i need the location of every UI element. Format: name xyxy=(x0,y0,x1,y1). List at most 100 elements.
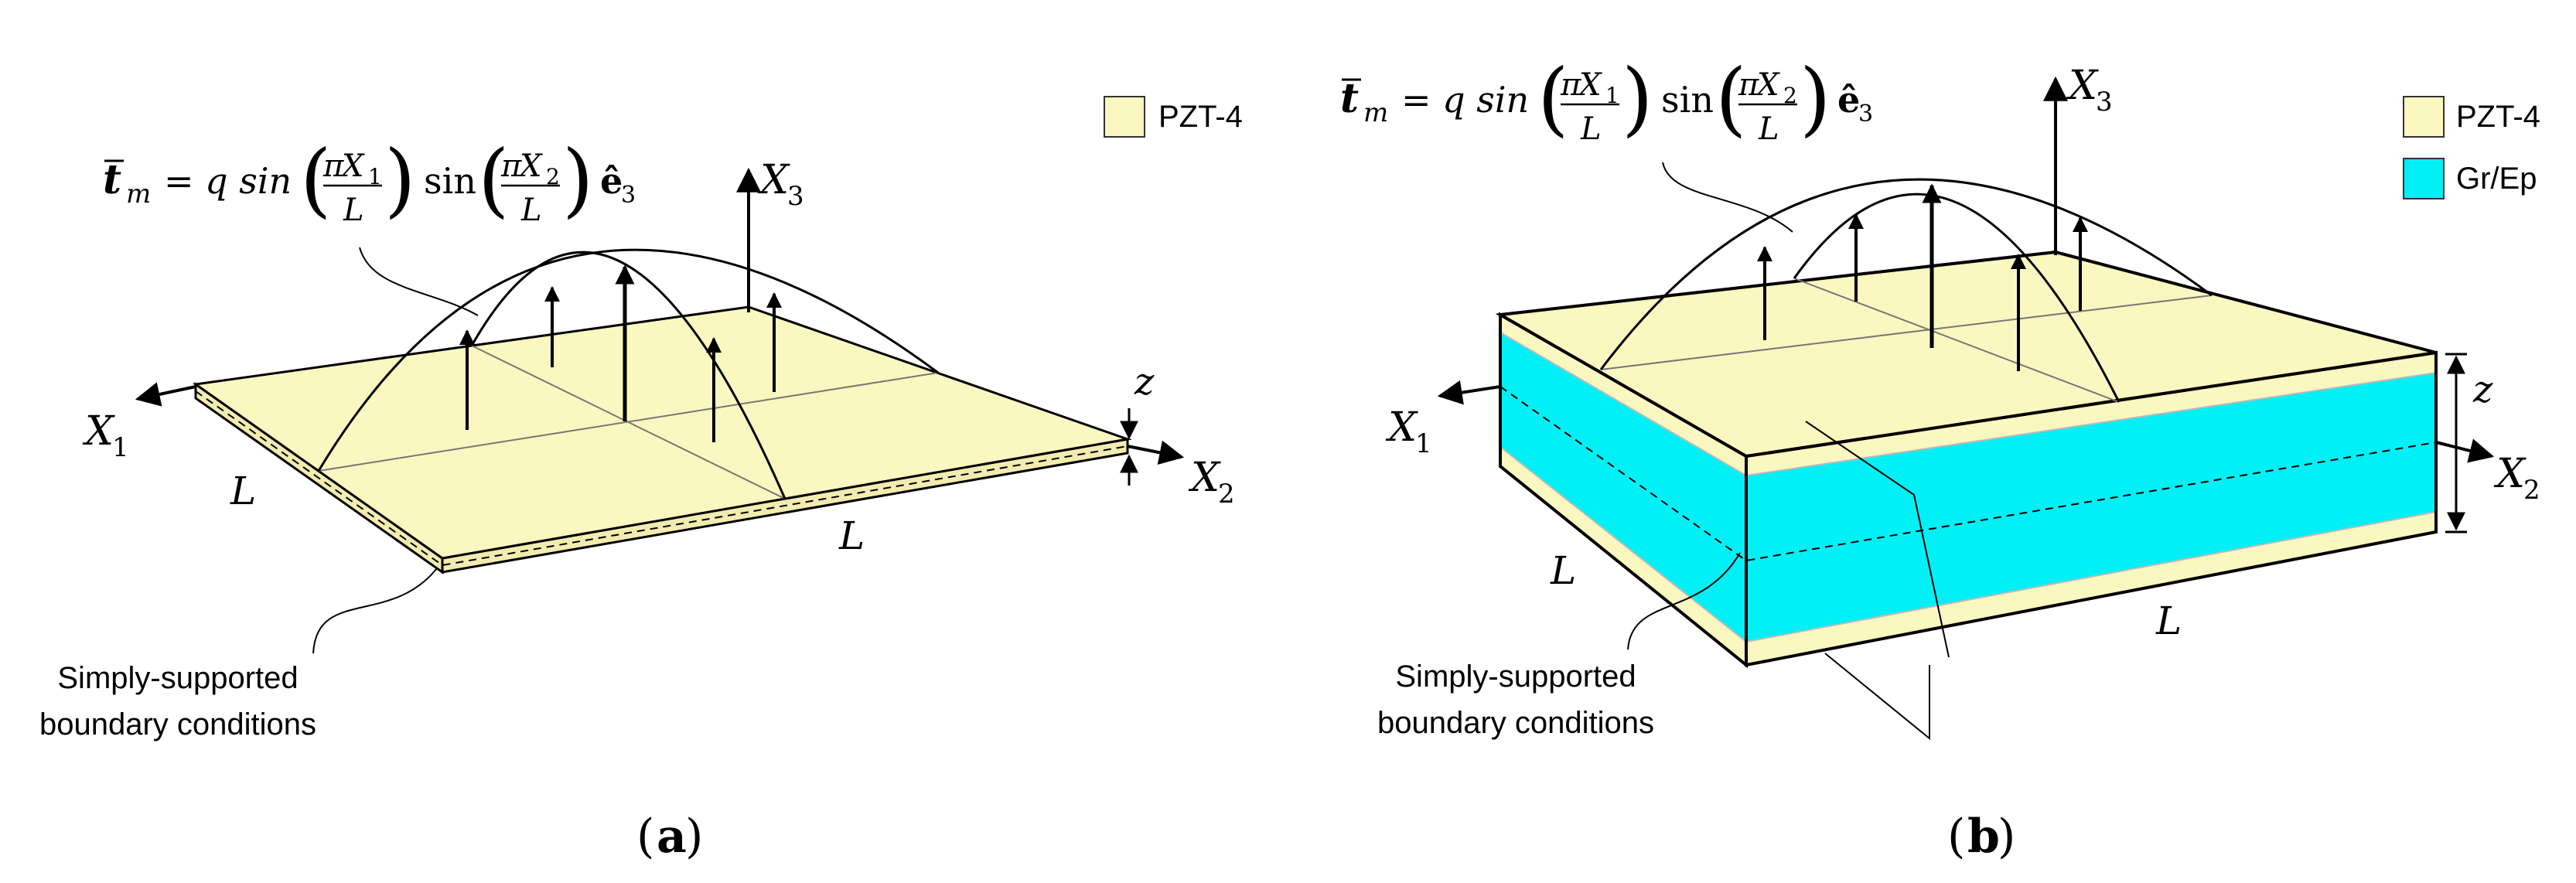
formula-eq: = q sin xyxy=(164,160,292,202)
svg-text:2: 2 xyxy=(1218,479,1235,510)
layer-leader-b xyxy=(1805,421,1950,658)
formula-x-1: X xyxy=(339,148,365,184)
formula-sub-m: m xyxy=(126,179,151,210)
load-curve-a-2 xyxy=(470,251,786,499)
formula-x-2: X xyxy=(517,148,543,184)
legend-a-swatch-pzt xyxy=(1104,96,1145,138)
legend-b-label-pzt: PZT-4 xyxy=(2456,100,2540,134)
formula-b-L-1: L xyxy=(1580,111,1602,147)
bc-annotation-a-line1: Simply-supported xyxy=(57,661,298,695)
formula-b-sub-2: 2 xyxy=(1783,83,1797,108)
caption-a: ( a ) xyxy=(636,810,703,864)
caption-b: ( b ) xyxy=(1947,810,2015,864)
formula-b-L-2: L xyxy=(1758,111,1779,147)
panel-b: t m = q sin ( π X 1 L ) sin ( π X 2 L ) … xyxy=(1340,51,2540,864)
axis-x1-b xyxy=(1437,380,1501,405)
svg-text:(: ( xyxy=(636,810,654,864)
side-length-b-front: L xyxy=(2155,598,2182,643)
legend-a: PZT-4 xyxy=(1104,96,1243,138)
annotation-leader-b xyxy=(1627,552,1741,650)
formula-sub-3: 3 xyxy=(621,182,636,209)
formula-b-x-1: X xyxy=(1577,67,1602,103)
svg-text:X: X xyxy=(1188,455,1221,501)
formula-sub-2: 2 xyxy=(546,164,560,189)
formula-b-sin-2: sin xyxy=(1661,79,1714,121)
load-formula-b: t m = q sin ( π X 1 L ) sin ( π X 2 L ) … xyxy=(1340,51,1873,147)
formula-b-t: t xyxy=(1340,75,1359,122)
formula-b-paren-open-1: ( xyxy=(1537,51,1569,145)
legend-b-swatch-pzt xyxy=(2403,96,2445,138)
plate-a-top xyxy=(193,305,1132,560)
svg-text:X: X xyxy=(757,157,790,203)
svg-text:X: X xyxy=(2066,63,2099,109)
legend-b-label-grep: Gr/Ep xyxy=(2456,162,2537,196)
axis-x2-b xyxy=(2435,438,2495,463)
formula-pi-2: π xyxy=(500,148,522,184)
formula-e: ê xyxy=(600,160,623,202)
formula-paren-open-1: ( xyxy=(300,132,332,227)
formula-b-pi-1: π xyxy=(1560,67,1581,103)
formula-b-pi-2: π xyxy=(1738,67,1759,103)
axis-label-x2-b: X 2 xyxy=(2493,451,2540,506)
svg-text:b: b xyxy=(1967,810,2000,864)
bc-annotation-a-line2: boundary conditions xyxy=(39,707,316,742)
side-length-a-left: L xyxy=(230,469,256,513)
formula-pi-1: π xyxy=(322,148,344,184)
formula-sub-1: 1 xyxy=(368,164,382,189)
z-label-b: z xyxy=(2472,368,2493,411)
axis-x2-a xyxy=(1127,440,1185,465)
formula-paren-close-1: ) xyxy=(384,132,416,227)
svg-text:X: X xyxy=(82,408,115,455)
formula-b-sub-m: m xyxy=(1363,97,1388,128)
plate-a-midplane xyxy=(195,390,1128,567)
formula-b-paren-open-2: ( xyxy=(1715,51,1747,145)
side-length-b-left: L xyxy=(1550,548,1576,593)
block-b-centerline-2 xyxy=(1793,278,2120,403)
layer-leader-b-2 xyxy=(1824,653,1930,741)
svg-text:3: 3 xyxy=(2096,87,2113,118)
svg-text:): ) xyxy=(1998,810,2015,864)
load-curve-b-1 xyxy=(1599,178,2213,370)
formula-b-eq: = q sin xyxy=(1401,79,1529,121)
svg-text:): ) xyxy=(685,810,703,864)
formula-b-sub-3: 3 xyxy=(1858,101,1873,128)
svg-text:2: 2 xyxy=(2523,475,2540,506)
block-b-front-core xyxy=(1746,373,2436,642)
formula-leader-a xyxy=(359,247,479,316)
formula-paren-close-2: ) xyxy=(562,132,594,227)
panel-a: t m = q sin ( π X 1 L ) sin ( π X 2 L ) … xyxy=(39,96,1243,864)
svg-text:1: 1 xyxy=(1415,428,1432,459)
plate-a-centerline-2 xyxy=(471,345,786,499)
svg-text:3: 3 xyxy=(787,181,804,212)
legend-b-swatch-grep xyxy=(2403,158,2445,199)
svg-text:X: X xyxy=(2493,451,2527,497)
axis-x1-a xyxy=(135,382,196,407)
formula-b-x-2: X xyxy=(1755,67,1780,103)
axis-label-x3-b: X 3 xyxy=(2066,63,2113,118)
formula-L-2: L xyxy=(520,193,542,228)
svg-text:X: X xyxy=(1385,404,1418,451)
axis-label-x3-a: X 3 xyxy=(757,157,804,212)
svg-text:(: ( xyxy=(1947,810,1965,864)
block-b-left-core xyxy=(1500,332,1746,642)
formula-b-paren-close-2: ) xyxy=(1800,51,1831,145)
bc-annotation-b-line1: Simply-supported xyxy=(1395,660,1636,694)
formula-b-e: ê xyxy=(1837,79,1860,121)
load-curve-b-2 xyxy=(1793,193,2121,403)
axis-label-x2-a: X 2 xyxy=(1188,455,1235,510)
block-b-centerline-1 xyxy=(1600,295,2213,370)
bc-annotation-b-line2: boundary conditions xyxy=(1377,706,1654,740)
formula-sin-2: sin xyxy=(424,160,476,202)
formula-paren-open-2: ( xyxy=(478,132,510,227)
formula-t: t xyxy=(103,156,121,203)
formula-leader-b xyxy=(1662,162,1793,233)
annotation-leader-a xyxy=(312,568,438,654)
svg-text:a: a xyxy=(657,810,687,864)
formula-L-1: L xyxy=(343,193,364,228)
load-formula-a: t m = q sin ( π X 1 L ) sin ( π X 2 L ) … xyxy=(103,132,636,228)
block-b-midplane xyxy=(1500,386,2437,562)
formula-b-paren-close-1: ) xyxy=(1622,51,1653,145)
side-length-a-front: L xyxy=(838,513,865,558)
